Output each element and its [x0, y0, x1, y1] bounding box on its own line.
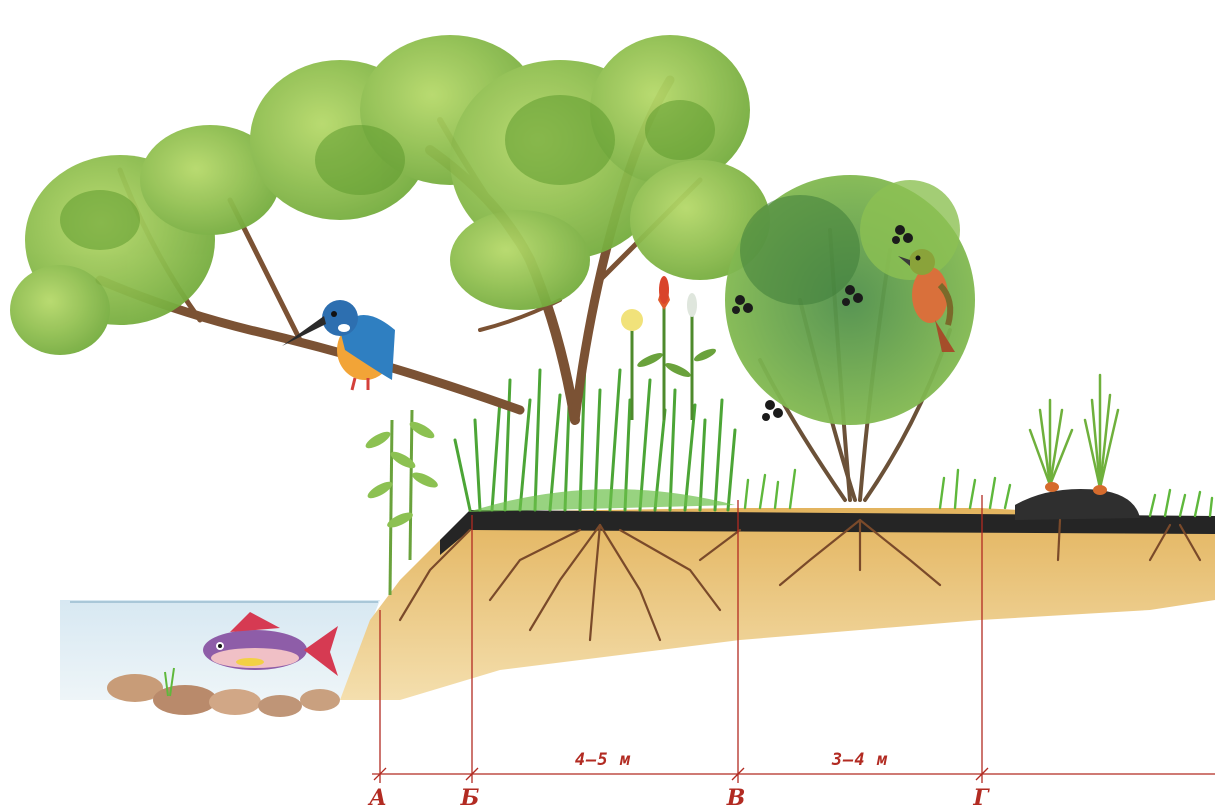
- zone-label-a: А: [367, 785, 387, 811]
- span-label-v-g: 3–4 м: [831, 750, 888, 770]
- zone-label-g: Г: [972, 785, 990, 811]
- berry-shrub-icon: [725, 175, 975, 500]
- span-label-b-v: 4–5 м: [575, 750, 631, 770]
- grass-turf: [468, 489, 735, 512]
- flowering-plant-icon: [621, 276, 718, 420]
- zone-label-b: Б: [460, 785, 480, 811]
- zone-label-v: В: [726, 785, 746, 811]
- seedling-plants: [1030, 375, 1118, 495]
- soil-profile: [340, 489, 1215, 700]
